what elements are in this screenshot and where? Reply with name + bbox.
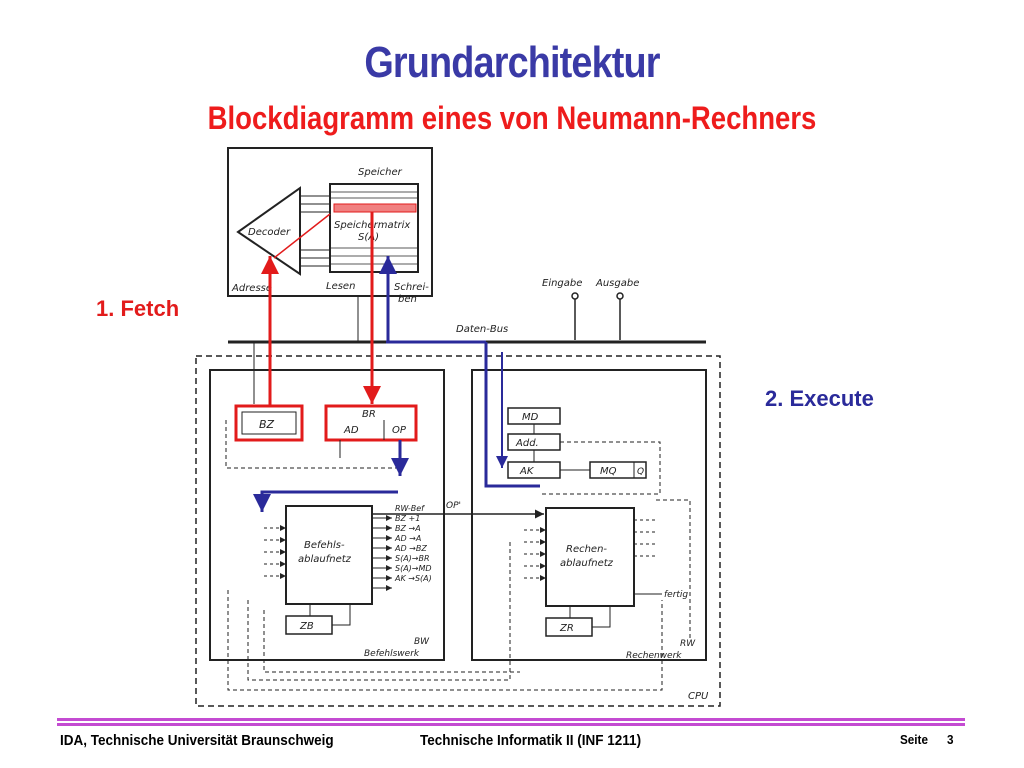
cpu-label: CPU	[688, 691, 709, 702]
memory-block: Speicher Decoder Speichermatrix S(A) Adr…	[227, 147, 433, 305]
signal-3: AD →BZ	[394, 544, 427, 553]
op-label: OP	[392, 425, 407, 436]
dashed-links	[227, 499, 691, 691]
add-register: Add.	[507, 433, 561, 451]
br-register: BR AD OP	[324, 404, 418, 442]
zr-register: ZR	[545, 606, 611, 637]
signal-6: AK →S(A)	[394, 574, 432, 583]
footer-page-label: Seite	[900, 732, 928, 747]
befehlsablaufnetz: Befehls- ablaufnetz	[285, 505, 373, 605]
bz-register: BZ	[234, 404, 304, 442]
br-label: BR	[362, 409, 376, 420]
zr-label: ZR	[559, 623, 574, 634]
schreiben-label-2: ben	[398, 294, 417, 305]
fertig-label: fertig	[664, 590, 688, 600]
befehlsablaufnetz-label-2: ablaufnetz	[298, 554, 352, 565]
rechenwerk-frame	[471, 369, 707, 661]
rw-bef-label: RW-Bef	[395, 504, 425, 513]
decoder-label: Decoder	[248, 227, 291, 238]
rechenablaufnetz-label-1: Rechen-	[566, 544, 607, 555]
md-register: MD	[507, 407, 561, 425]
cpu-frame	[195, 355, 721, 707]
rw-label-1: RW	[680, 639, 696, 649]
befehlsablaufnetz-label-1: Befehls-	[304, 540, 345, 551]
md-label: MD	[522, 412, 539, 423]
signal-5: S(A)→MD	[395, 564, 432, 573]
eingabe-label: Eingabe	[542, 278, 582, 289]
footer-institution: IDA, Technische Universität Braunschweig	[60, 732, 334, 749]
footer-course: Technische Informatik II (INF 1211)	[420, 732, 642, 749]
add-label: Add.	[515, 438, 539, 449]
fetch-path	[261, 212, 381, 406]
mq-register: MQ Q	[589, 461, 647, 479]
lesen-label: Lesen	[326, 281, 355, 292]
zb-register: ZB	[285, 604, 351, 635]
bw-label-2: Befehlswerk	[364, 649, 420, 659]
slide-title: Grundarchitektur	[364, 38, 660, 87]
decoder-shape	[236, 186, 301, 276]
ak-register: AK	[507, 461, 561, 479]
bw-label-1: BW	[414, 637, 430, 647]
fetch-phase-label: 1. Fetch	[96, 296, 180, 321]
signal-2: AD →A	[394, 534, 421, 543]
ak-label: AK	[519, 466, 535, 477]
bz-label: BZ	[259, 418, 275, 431]
memory-title: Speicher	[358, 167, 403, 178]
slide-subtitle: Blockdiagramm eines von Neumann-Rechners	[207, 100, 817, 136]
q-label: Q	[637, 467, 644, 477]
rechenablaufnetz-label-2: ablaufnetz	[560, 558, 614, 569]
signal-0: BZ +1	[395, 514, 420, 523]
rw-label-2: Rechenwerk	[626, 651, 682, 661]
data-bus: Daten-Bus	[228, 296, 706, 404]
footer-rule-bottom	[57, 723, 965, 726]
bus-label: Daten-Bus	[456, 324, 508, 335]
signal-4: S(A)→BR	[395, 554, 430, 563]
schreiben-label-1: Schrei-	[394, 282, 429, 293]
zb-label: ZB	[299, 621, 314, 632]
adresse-label: Adresse	[231, 283, 272, 294]
matrix-label-2: S(A)	[358, 232, 379, 243]
control-signals: RW-Bef BZ +1 BZ →A AD →A AD →BZ S(A)→BR …	[372, 504, 432, 591]
ad-label: AD	[343, 425, 359, 436]
befehlswerk-frame	[209, 369, 445, 661]
footer-rule-top	[57, 718, 965, 721]
io-ports: Eingabe Ausgabe	[542, 278, 639, 340]
befehls-inputs	[264, 525, 286, 579]
execute-path	[253, 256, 540, 512]
selected-word-highlight	[333, 203, 417, 213]
signal-1: BZ →A	[395, 524, 421, 533]
rechen-inputs	[524, 519, 656, 581]
speichermatrix	[329, 183, 419, 273]
rechenablaufnetz: Rechen- ablaufnetz	[545, 507, 635, 607]
mq-label: MQ	[600, 466, 617, 477]
ausgabe-label: Ausgabe	[595, 278, 639, 289]
footer-page-number: 3	[947, 732, 954, 747]
execute-phase-label: 2. Execute	[765, 386, 874, 411]
op-prime-label: OP'	[446, 501, 461, 511]
